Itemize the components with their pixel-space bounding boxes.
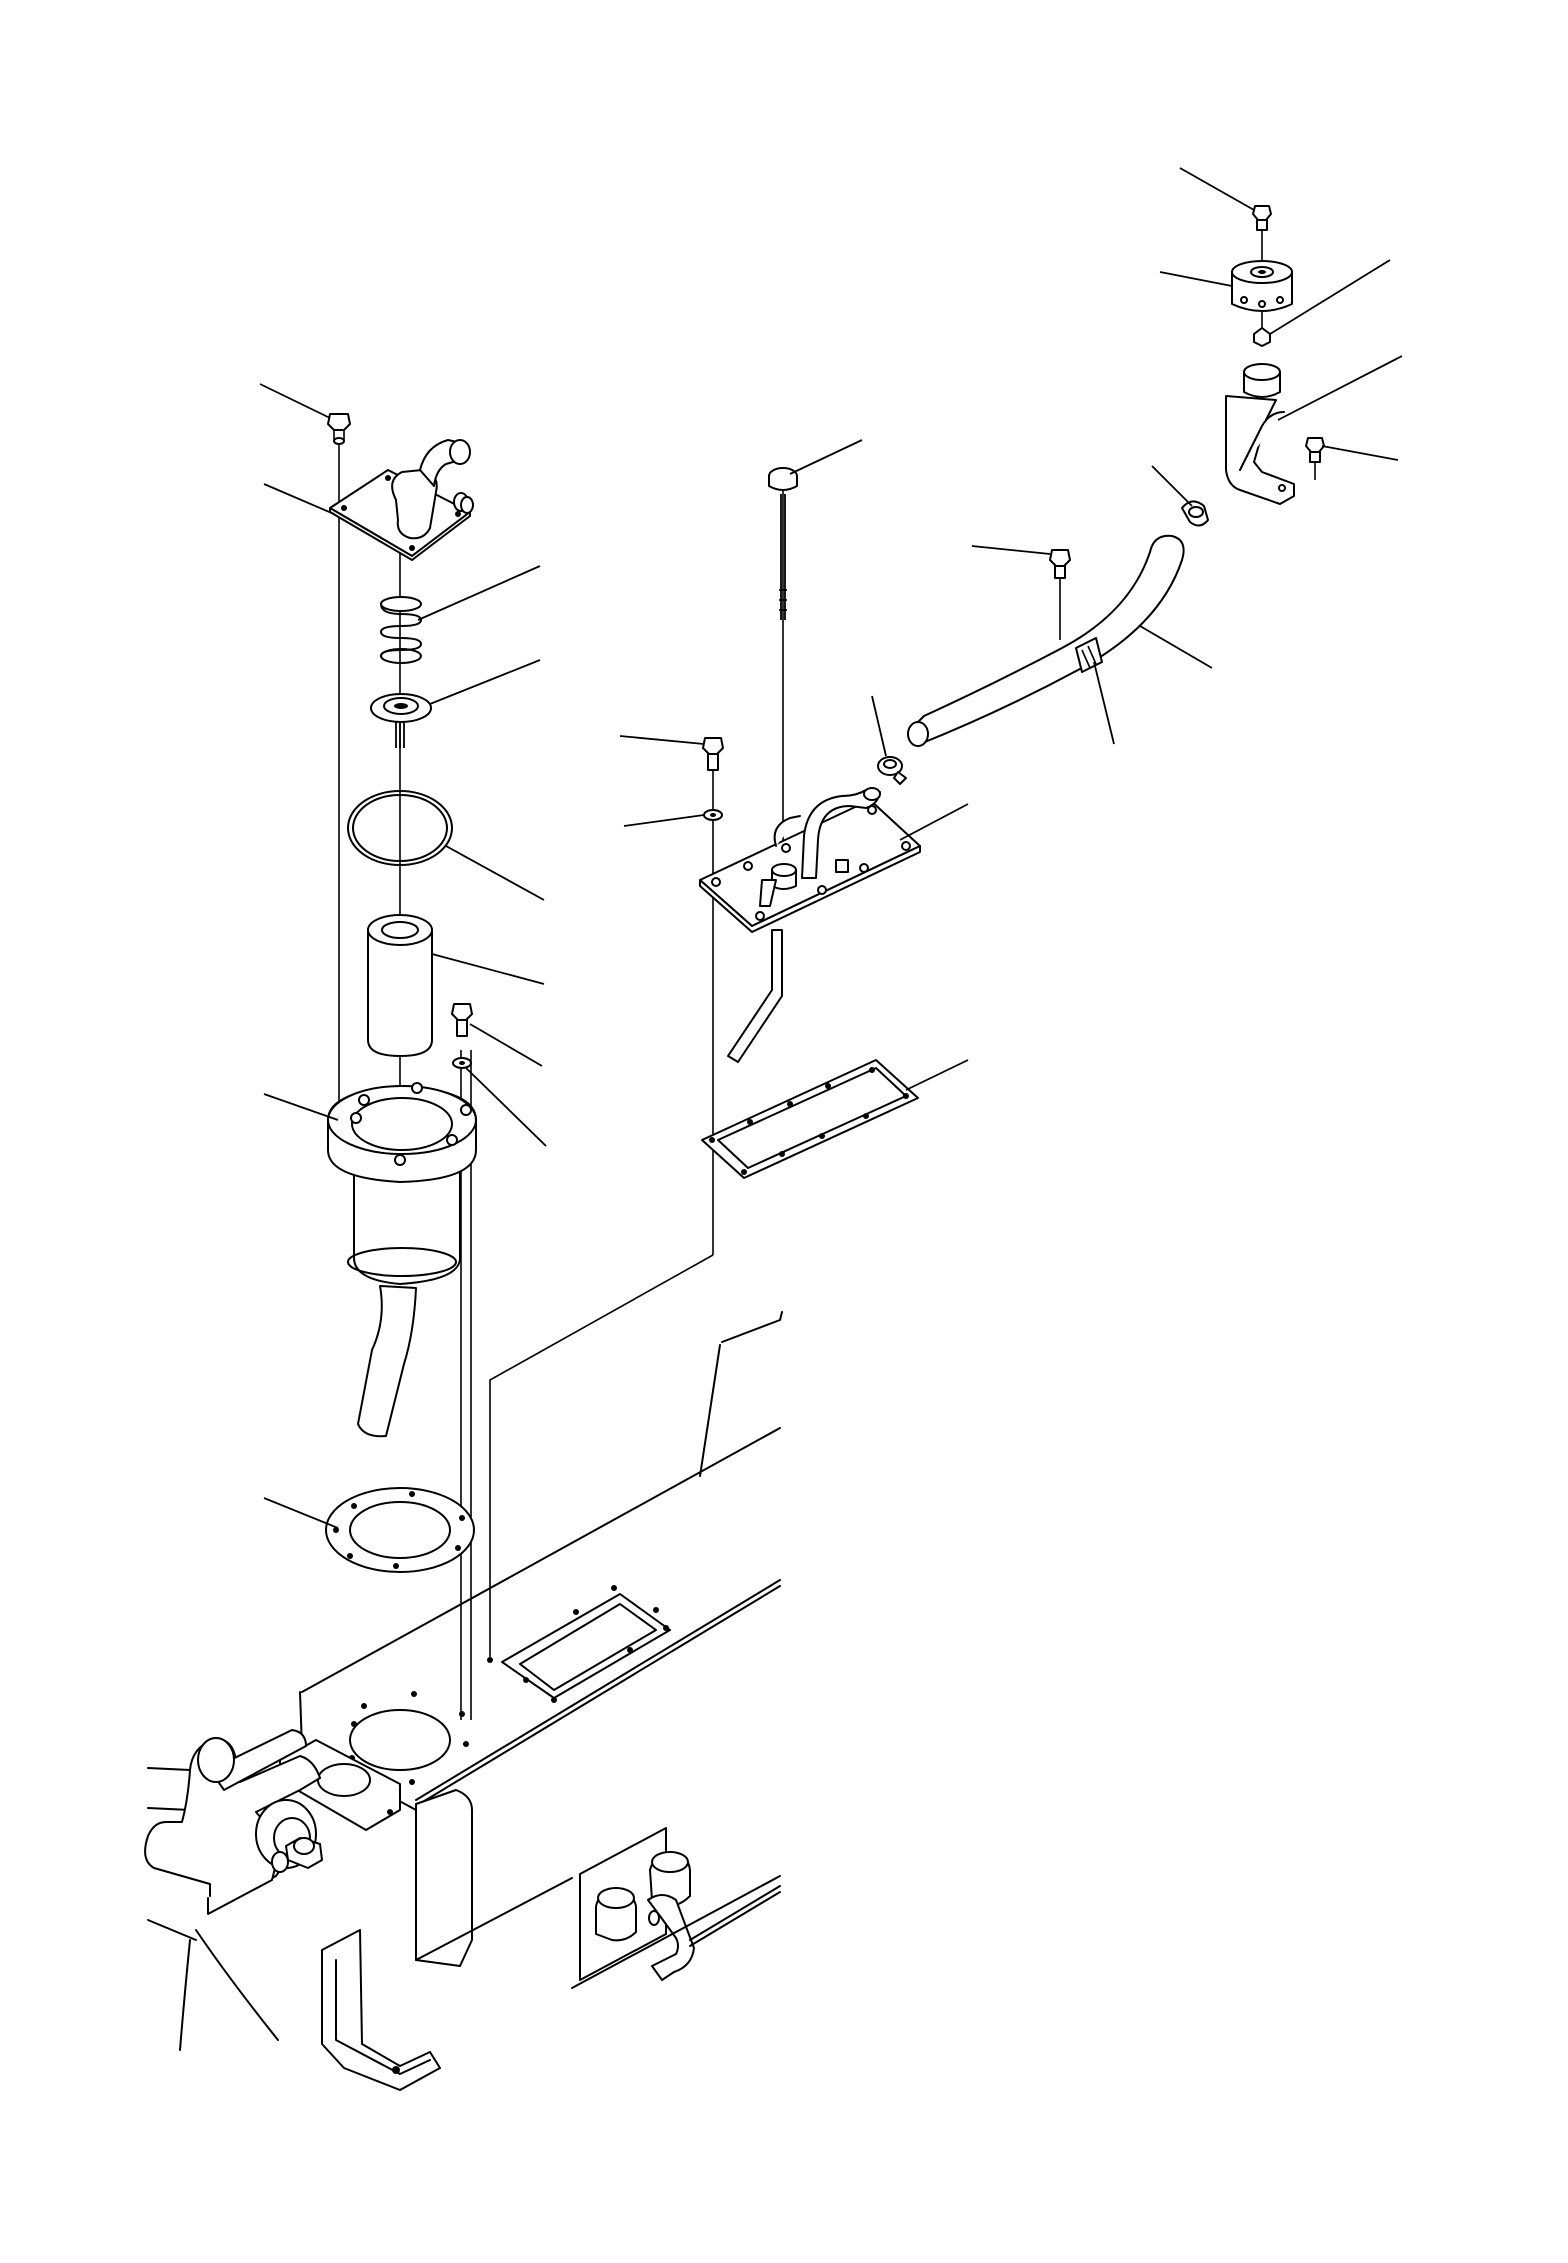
leader-24: [1277, 355, 1403, 421]
gasket-rectangular: [701, 1059, 919, 1179]
nut: [1253, 327, 1271, 347]
leader-2: [263, 483, 335, 515]
alignment-lines: [338, 220, 1316, 1720]
leader-8: [465, 1067, 547, 1147]
leader-6: [431, 953, 545, 985]
o-ring: [347, 790, 453, 866]
side-port-plate: [571, 1827, 781, 1989]
leader-21: [1179, 167, 1255, 211]
leader-15: [899, 803, 969, 841]
bolt-center: [702, 737, 724, 771]
leader-10: [263, 1497, 339, 1529]
leader-18: [1093, 661, 1115, 745]
leader-lines: [259, 167, 1403, 1529]
breather-cap: [1231, 260, 1293, 312]
washer-center: [703, 809, 723, 821]
bolt-top-left: [327, 413, 351, 445]
filter-housing: [327, 1082, 477, 1438]
leader-3: [417, 565, 541, 621]
breather-hose: [907, 534, 1185, 747]
breather-bracket: [1225, 363, 1295, 505]
leader-4: [429, 659, 541, 705]
leader-11: [789, 439, 863, 475]
filter-element: [367, 914, 433, 1057]
leader-16: [905, 1059, 969, 1091]
bolt-mid: [451, 1003, 473, 1069]
leader-20: [1151, 465, 1193, 507]
gasket-round: [325, 1487, 475, 1573]
clamp-small: [877, 756, 907, 785]
hose-clamp: [1181, 500, 1209, 527]
leader-22: [1159, 271, 1233, 287]
breather-plate: [699, 787, 921, 1063]
leader-14: [871, 695, 887, 757]
leader-17: [971, 545, 1051, 555]
tank-body: [147, 1311, 783, 2091]
leader-1: [259, 383, 331, 419]
leader-9: [263, 1093, 339, 1121]
valve-disc: [370, 693, 432, 748]
leader-23: [1269, 259, 1391, 335]
hinge-bracket: [144, 1729, 323, 1915]
leader-5: [445, 845, 545, 901]
leader-13: [623, 814, 705, 827]
leader-25: [1321, 445, 1399, 461]
bolt-hose: [1049, 549, 1071, 579]
leader-7: [469, 1023, 543, 1067]
leader-19: [1139, 625, 1213, 669]
leader-12: [619, 735, 705, 745]
bolt-bracket: [1305, 437, 1325, 463]
spring: [380, 596, 422, 664]
dipstick: [768, 467, 798, 620]
filter-cover-plate: [329, 439, 474, 561]
bolt-top-right: [1252, 205, 1272, 231]
